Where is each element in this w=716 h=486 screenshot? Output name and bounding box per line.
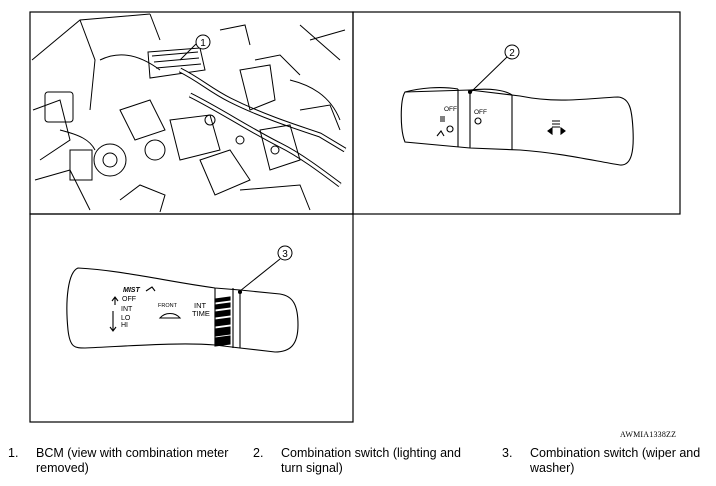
wiper-int-time-label-1: INT <box>194 301 207 310</box>
callout-1-circle <box>195 34 211 50</box>
wiper-mist-label: MIST <box>123 287 140 294</box>
lighting-off-label-left: OFF <box>444 106 457 113</box>
wiper-off-label: OFF <box>122 296 136 303</box>
wiper-front-label: FRONT <box>158 303 178 309</box>
callout-2-circle <box>504 44 520 60</box>
wiper-switch-illustration <box>66 267 299 353</box>
panel-bcm-frame <box>29 11 354 215</box>
wiper-int-label: INT <box>121 306 133 313</box>
bcm-illustration <box>31 13 347 213</box>
lighting-switch-illustration <box>400 87 634 166</box>
callout-2-leader <box>470 56 508 93</box>
wiper-lo-label: LO <box>121 315 131 322</box>
callout-1-label: 1 <box>200 38 206 49</box>
callout-3-label: 3 <box>282 249 288 260</box>
wiper-hi-label: HI <box>121 322 128 329</box>
callout-3-leader <box>239 258 281 292</box>
panel-lighting-switch-frame <box>352 11 681 215</box>
callout-2-label: 2 <box>509 48 515 59</box>
legend-text: Combination switch (wiper and washer) <box>530 446 701 475</box>
lighting-off-label-right: OFF <box>474 109 487 116</box>
wiper-int-time-label-2: TIME <box>192 309 210 318</box>
legend-number: 2. <box>253 446 264 460</box>
panel-wiper-switch-frame <box>29 213 354 423</box>
callout-1-leader <box>179 43 197 61</box>
legend-text: Combination switch (lighting and turn si… <box>281 446 461 475</box>
legend-number: 3. <box>502 446 513 460</box>
legend-number: 1. <box>8 446 19 460</box>
callout-3-circle <box>277 245 293 261</box>
legend-text: BCM (view with combination meter removed… <box>36 446 229 475</box>
figure-code: AWMIA1338ZZ <box>620 430 677 439</box>
